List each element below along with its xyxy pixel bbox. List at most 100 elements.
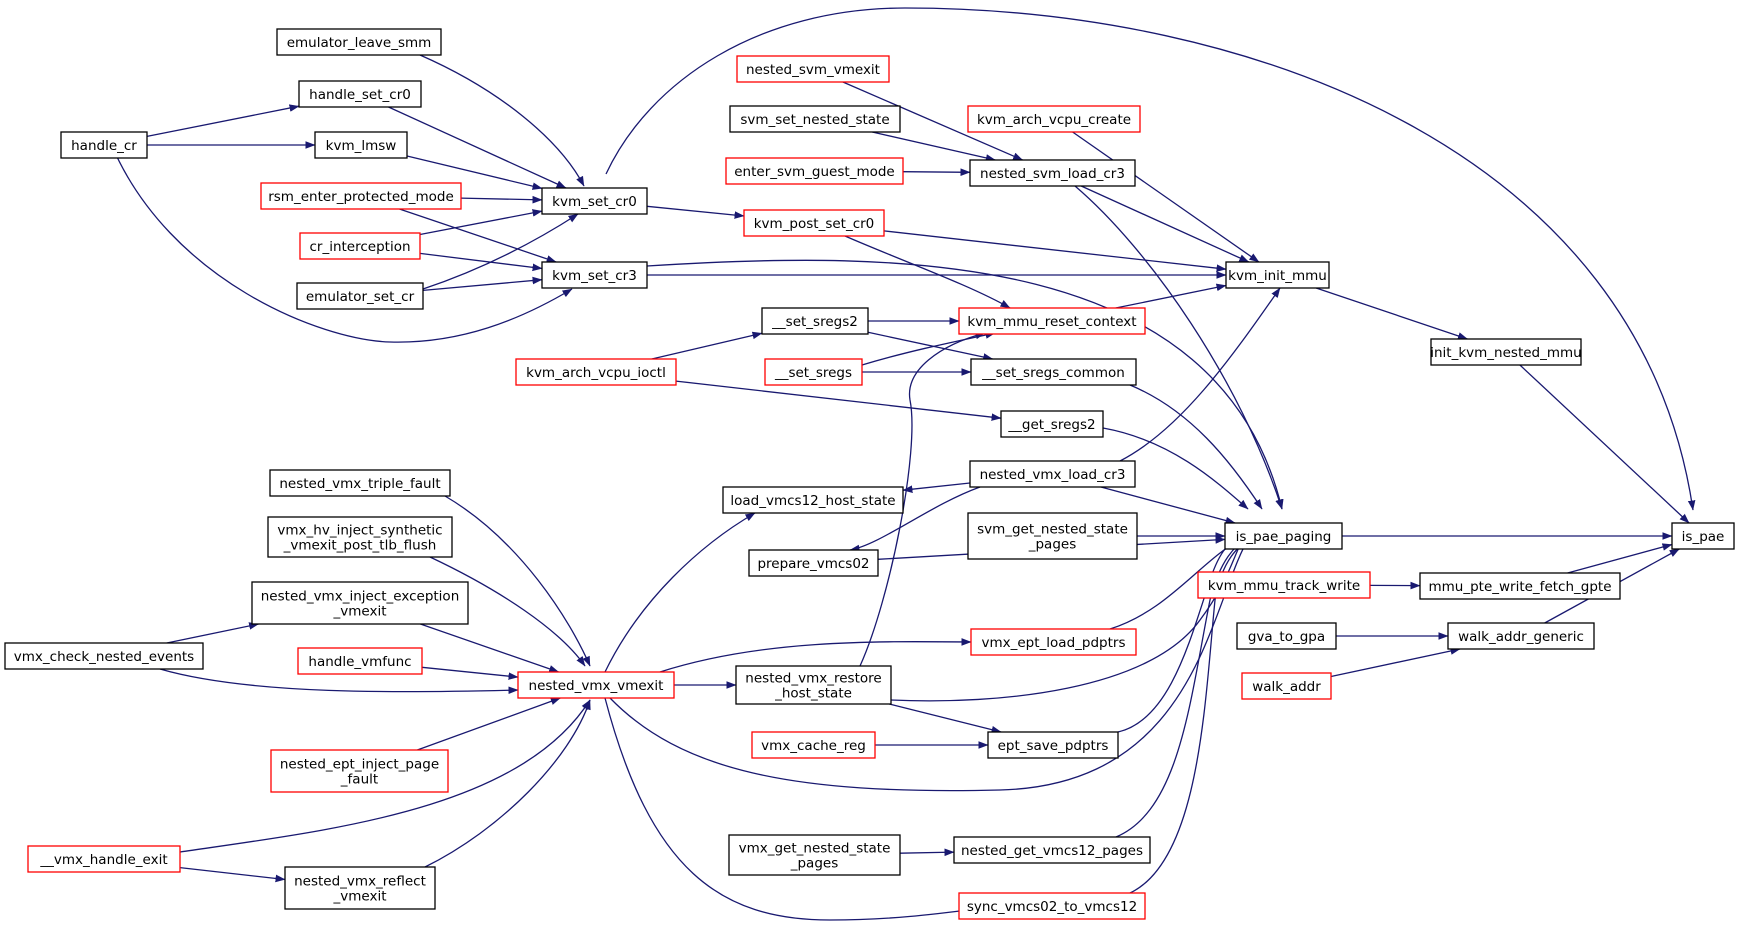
call-edge-handle_cr-to-handle_set_cr0 bbox=[146, 104, 300, 138]
node-label: nested_vmx_load_cr3 bbox=[980, 467, 1126, 483]
call-edge-handle_cr-to-kvm_set_cr3 bbox=[111, 145, 573, 343]
node-nested_svm_load_cr3[interactable]: nested_svm_load_cr3 bbox=[969, 159, 1136, 187]
call-edge-mmu_pte_write_fetch_gpte-to-is_pae bbox=[1567, 543, 1673, 574]
node-box bbox=[748, 549, 879, 577]
node-handle_set_cr0[interactable]: handle_set_cr0 bbox=[298, 80, 422, 108]
node-mmu_pte_write_fetch_gpte[interactable]: mmu_pte_write_fetch_gpte bbox=[1419, 572, 1621, 600]
node-vmx_ept_load_pdptrs[interactable]: vmx_ept_load_pdptrs bbox=[970, 628, 1137, 656]
node-handle_cr[interactable]: handle_cr bbox=[60, 131, 148, 159]
node-handle_vmfunc[interactable]: handle_vmfunc bbox=[297, 647, 423, 675]
node-__vmx_handle_exit[interactable]: __vmx_handle_exit bbox=[27, 845, 181, 873]
node-emulator_set_cr[interactable]: emulator_set_cr bbox=[296, 282, 424, 310]
node-label: svm_get_nested_state bbox=[977, 522, 1128, 538]
call-edge-vmx_hv_inject_synthetic_vmexit_post_tlb_flush-to-nested_vmx_vmexit bbox=[429, 556, 586, 667]
node-vmx_cache_reg[interactable]: vmx_cache_reg bbox=[751, 731, 876, 759]
node-prepare_vmcs02[interactable]: prepare_vmcs02 bbox=[748, 549, 879, 577]
node-svm_set_nested_state[interactable]: svm_set_nested_state bbox=[729, 105, 901, 133]
node-kvm_arch_vcpu_create[interactable]: kvm_arch_vcpu_create bbox=[967, 105, 1141, 133]
node-nested_vmx_load_cr3[interactable]: nested_vmx_load_cr3 bbox=[969, 460, 1136, 488]
node-label: handle_vmfunc bbox=[308, 654, 411, 670]
node-__get_sregs2[interactable]: __get_sregs2 bbox=[1000, 410, 1104, 438]
node-label: kvm_mmu_reset_context bbox=[967, 314, 1136, 330]
node-kvm_init_mmu[interactable]: kvm_init_mmu bbox=[1225, 261, 1330, 289]
node-walk_addr[interactable]: walk_addr bbox=[1241, 672, 1332, 700]
node-box bbox=[314, 131, 408, 159]
node-label: kvm_post_set_cr0 bbox=[754, 216, 875, 232]
node-box bbox=[969, 460, 1136, 488]
node-box bbox=[735, 665, 892, 705]
node-init_kvm_nested_mmu[interactable]: init_kvm_nested_mmu bbox=[1430, 338, 1582, 366]
node-box bbox=[299, 232, 421, 260]
node-kvm_post_set_cr0[interactable]: kvm_post_set_cr0 bbox=[743, 209, 885, 237]
node-label: _pages bbox=[790, 856, 839, 872]
node-ept_save_pdptrs[interactable]: ept_save_pdptrs bbox=[987, 731, 1119, 759]
node-gva_to_gpa[interactable]: gva_to_gpa bbox=[1236, 622, 1337, 650]
call-edge-enter_svm_guest_mode-to-nested_svm_load_cr3 bbox=[902, 168, 971, 177]
call-edge-nested_vmx_inject_exception_vmexit-to-nested_vmx_vmexit bbox=[420, 623, 560, 673]
node-nested_vmx_inject_exception_vmexit[interactable]: nested_vmx_inject_exception_vmexit bbox=[251, 581, 469, 625]
call-edge-nested_ept_inject_page_fault-to-nested_vmx_vmexit bbox=[417, 697, 561, 751]
node-rsm_enter_protected_mode[interactable]: rsm_enter_protected_mode bbox=[260, 182, 462, 210]
node-box bbox=[761, 307, 869, 335]
node-label: cr_interception bbox=[309, 239, 410, 255]
node-nested_vmx_reflect_vmexit[interactable]: nested_vmx_reflect_vmexit bbox=[284, 866, 436, 910]
node-emulator_leave_smm[interactable]: emulator_leave_smm bbox=[276, 28, 442, 56]
node-label: vmx_check_nested_events bbox=[14, 649, 194, 665]
node-label: _vmexit_post_tlb_flush bbox=[283, 538, 437, 554]
node-kvm_set_cr0[interactable]: kvm_set_cr0 bbox=[541, 187, 648, 215]
node-nested_vmx_triple_fault[interactable]: nested_vmx_triple_fault bbox=[269, 469, 451, 497]
node-box bbox=[298, 80, 422, 108]
node-kvm_lmsw[interactable]: kvm_lmsw bbox=[314, 131, 408, 159]
node-label: kvm_set_cr3 bbox=[552, 268, 637, 284]
call-edge-nested_vmx_load_cr3-to-kvm_init_mmu bbox=[1119, 287, 1281, 462]
node-__set_sregs_common[interactable]: __set_sregs_common bbox=[970, 358, 1137, 386]
node-nested_svm_vmexit[interactable]: nested_svm_vmexit bbox=[736, 55, 890, 83]
node-box bbox=[1236, 622, 1337, 650]
node-nested_vmx_restore_host_state[interactable]: nested_vmx_restore_host_state bbox=[735, 665, 892, 705]
node-vmx_check_nested_events[interactable]: vmx_check_nested_events bbox=[4, 642, 204, 670]
node-box bbox=[541, 261, 648, 289]
node-sync_vmcs02_to_vmcs12[interactable]: sync_vmcs02_to_vmcs12 bbox=[958, 892, 1146, 920]
node-box bbox=[751, 731, 876, 759]
call-edge-__vmx_handle_exit-to-nested_vmx_reflect_vmexit bbox=[179, 866, 286, 883]
node-kvm_mmu_reset_context[interactable]: kvm_mmu_reset_context bbox=[958, 307, 1146, 335]
node-is_pae_paging[interactable]: is_pae_paging bbox=[1224, 522, 1343, 550]
node-__set_sregs2[interactable]: __set_sregs2 bbox=[761, 307, 869, 335]
call-edge-nested_svm_load_cr3-to-is_pae_paging bbox=[1074, 185, 1283, 510]
node-label: handle_set_cr0 bbox=[309, 87, 411, 103]
call-edge-nested_svm_load_cr3-to-kvm_init_mmu bbox=[1080, 185, 1250, 263]
node-label: _fault bbox=[340, 772, 378, 788]
call-edge-walk_addr-to-walk_addr_generic bbox=[1330, 647, 1461, 678]
node-box bbox=[296, 282, 424, 310]
call-edge-init_kvm_nested_mmu-to-is_pae bbox=[1519, 364, 1690, 524]
node-box bbox=[1671, 522, 1735, 550]
node-label: emulator_set_cr bbox=[306, 289, 415, 305]
node-nested_ept_inject_page_fault[interactable]: nested_ept_inject_page_fault bbox=[270, 749, 449, 793]
node-box bbox=[1224, 522, 1343, 550]
node-enter_svm_guest_mode[interactable]: enter_svm_guest_mode bbox=[725, 157, 904, 185]
node-label: load_vmcs12_host_state bbox=[730, 493, 895, 509]
call-edge-nested_vmx_load_cr3-to-load_vmcs12_host_state bbox=[902, 482, 971, 493]
node-load_vmcs12_host_state[interactable]: load_vmcs12_host_state bbox=[722, 486, 904, 514]
node-kvm_arch_vcpu_ioctl[interactable]: kvm_arch_vcpu_ioctl bbox=[515, 358, 677, 386]
node-__set_sregs[interactable]: __set_sregs bbox=[764, 358, 863, 386]
node-nested_get_vmcs12_pages[interactable]: nested_get_vmcs12_pages bbox=[953, 836, 1151, 864]
node-kvm_mmu_track_write[interactable]: kvm_mmu_track_write bbox=[1197, 571, 1371, 599]
node-is_pae[interactable]: is_pae bbox=[1671, 522, 1735, 550]
call-edge-nested_vmx_vmexit-to-load_vmcs12_host_state bbox=[604, 512, 756, 673]
node-box bbox=[728, 834, 901, 876]
node-nested_vmx_vmexit[interactable]: nested_vmx_vmexit bbox=[517, 671, 675, 699]
call-edge-vmx_get_nested_state_pages-to-nested_get_vmcs12_pages bbox=[899, 848, 955, 857]
node-kvm_set_cr3[interactable]: kvm_set_cr3 bbox=[541, 261, 648, 289]
node-cr_interception[interactable]: cr_interception bbox=[299, 232, 421, 260]
node-label: nested_vmx_restore bbox=[745, 671, 881, 687]
call-edge-rsm_enter_protected_mode-to-kvm_set_cr0 bbox=[460, 195, 543, 204]
node-label: ept_save_pdptrs bbox=[998, 738, 1109, 754]
node-box bbox=[1419, 572, 1621, 600]
node-box bbox=[958, 307, 1146, 335]
node-svm_get_nested_state_pages[interactable]: svm_get_nested_state_pages bbox=[967, 512, 1138, 560]
node-box bbox=[1197, 571, 1371, 599]
node-vmx_hv_inject_synthetic_vmexit_post_tlb_flush[interactable]: vmx_hv_inject_synthetic_vmexit_post_tlb_… bbox=[267, 516, 453, 558]
node-walk_addr_generic[interactable]: walk_addr_generic bbox=[1447, 622, 1595, 650]
node-vmx_get_nested_state_pages[interactable]: vmx_get_nested_state_pages bbox=[728, 834, 901, 876]
